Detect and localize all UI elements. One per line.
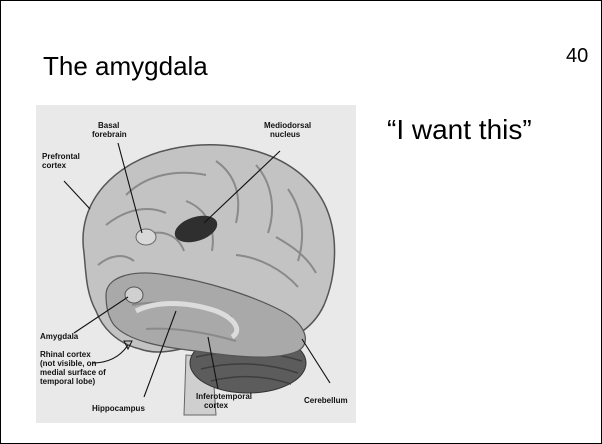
label-basal-forebrain: Basal forebrain [92,121,127,139]
amygdala [125,287,143,303]
quote-text: “I want this” [387,114,532,146]
brain-diagram: Basal forebrain Prefrontal cortex Mediod… [36,105,356,423]
label-inferotemporal-cortex: Inferotemporal cortex [196,392,254,410]
basal-forebrain [136,229,156,245]
label-cerebellum: Cerebellum [304,396,348,405]
brain-illustration: Basal forebrain Prefrontal cortex Mediod… [36,105,356,423]
slide-title: The amygdala [43,51,208,82]
label-prefrontal-cortex: Prefrontal cortex [42,152,82,170]
label-hippocampus: Hippocampus [92,404,145,413]
page-number: 40 [566,45,588,68]
label-mediodorsal-nucleus: Mediodorsal nucleus [264,121,313,139]
label-rhinal-cortex: Rhinal cortex (not visible, on medial su… [40,350,108,386]
label-amygdala: Amygdala [40,332,79,341]
